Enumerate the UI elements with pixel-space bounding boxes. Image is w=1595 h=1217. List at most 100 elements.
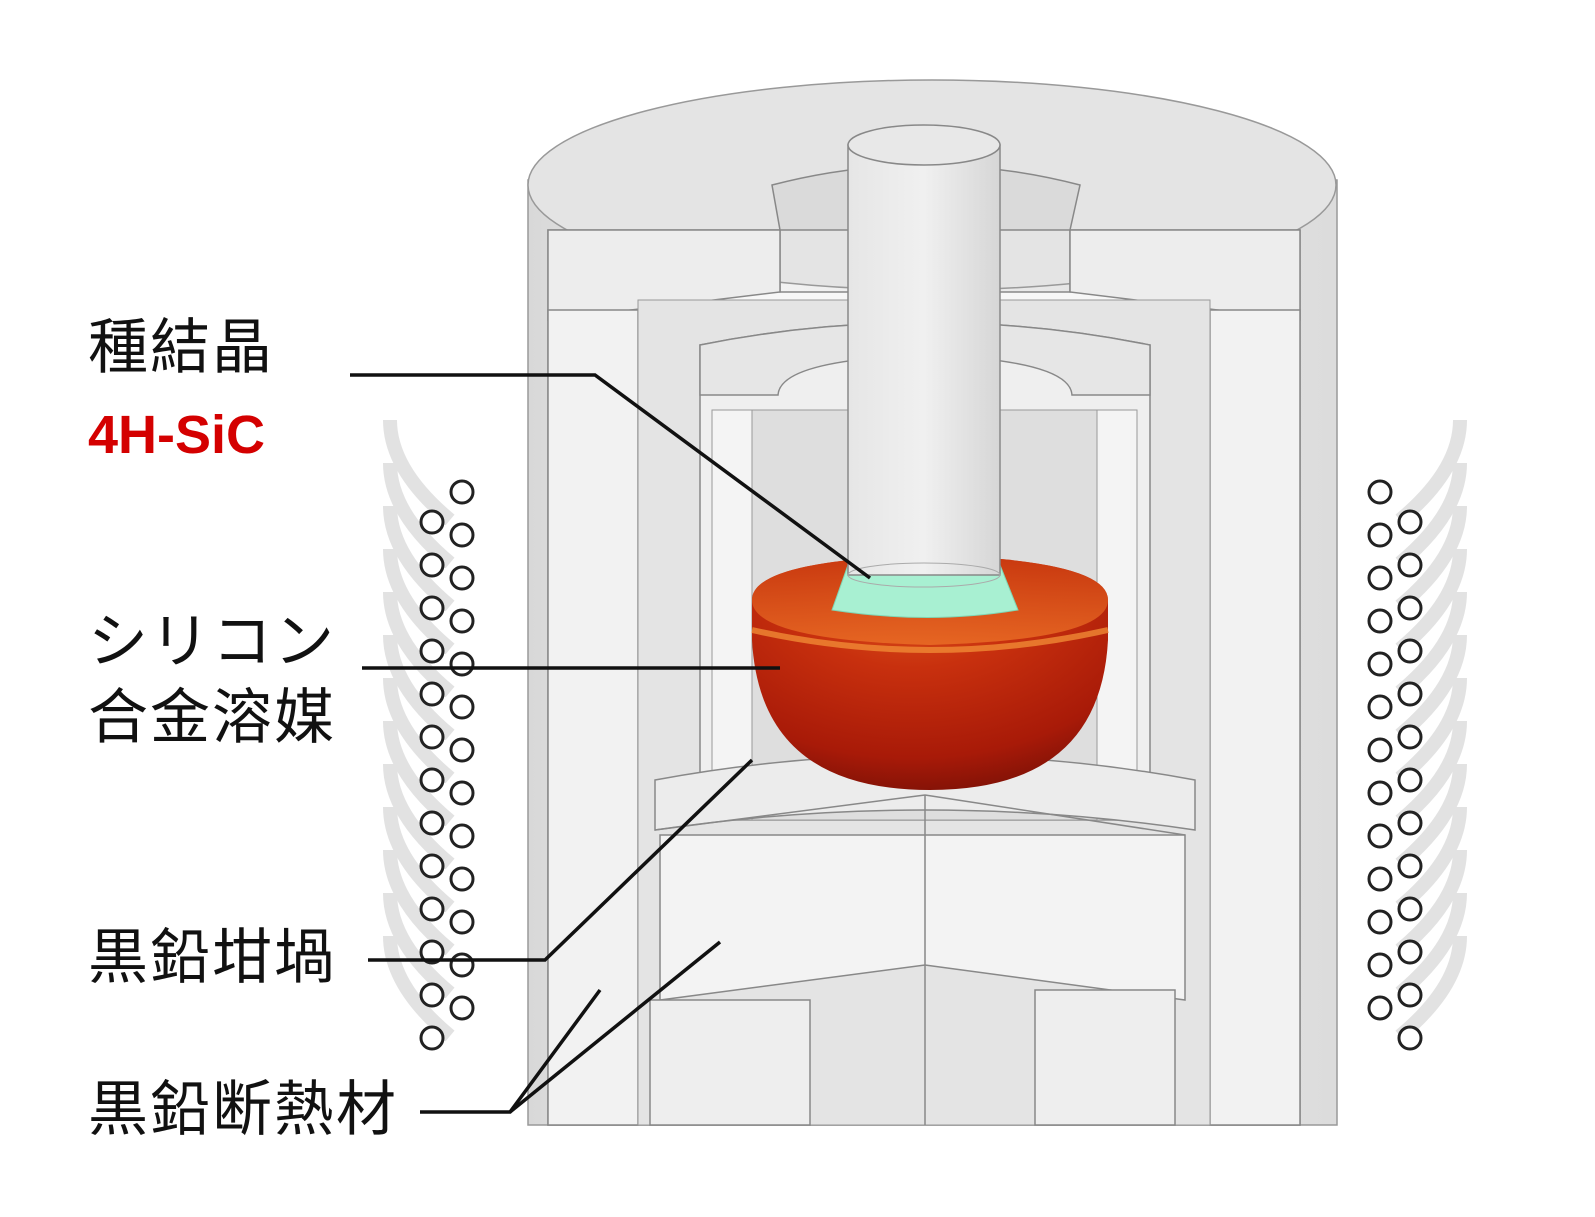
coil-turn-icon bbox=[419, 638, 445, 664]
coil-turn-icon bbox=[1367, 651, 1393, 677]
coil-turn-icon bbox=[1397, 638, 1423, 664]
coil-band bbox=[1395, 591, 1467, 698]
coil-band bbox=[1395, 763, 1467, 870]
coil-turn-icon bbox=[419, 724, 445, 750]
coil-turn-icon bbox=[419, 896, 445, 922]
coil-turn-icon bbox=[1367, 823, 1393, 849]
coil-band bbox=[383, 634, 455, 741]
coil-band bbox=[383, 591, 455, 698]
coil-turn-icon bbox=[419, 595, 445, 621]
coil-turn-icon bbox=[449, 952, 475, 978]
coil-turn-icon bbox=[1397, 509, 1423, 535]
base-inner-edge bbox=[654, 794, 926, 831]
label-solvent-line2: 合金溶媒 bbox=[88, 683, 336, 753]
coil-turn-icon bbox=[1367, 995, 1393, 1021]
leader-seed-crystal bbox=[350, 373, 872, 580]
coil-turn-icon bbox=[1367, 694, 1393, 720]
coil-turn-icon bbox=[1367, 737, 1393, 763]
coil-turn-icon bbox=[1367, 866, 1393, 892]
coil-band bbox=[1395, 505, 1467, 612]
lower-support-right bbox=[1034, 989, 1176, 1126]
seed-rod bbox=[847, 144, 1001, 576]
coil-band bbox=[383, 419, 455, 526]
coil-band bbox=[383, 763, 455, 870]
crucible-inner-left-face bbox=[711, 409, 753, 821]
coil-turn-icon bbox=[1397, 982, 1423, 1008]
coil-band bbox=[1395, 677, 1467, 784]
coil-right-turns bbox=[1367, 479, 1423, 1051]
coil-turn-icon bbox=[449, 780, 475, 806]
coil-band bbox=[1395, 634, 1467, 741]
coil-turn-icon bbox=[419, 939, 445, 965]
coil-turn-icon bbox=[449, 608, 475, 634]
leader-insulation-b bbox=[508, 940, 722, 1114]
coil-turn-icon bbox=[419, 681, 445, 707]
coil-band bbox=[383, 849, 455, 956]
lower-support-left bbox=[649, 999, 811, 1126]
label-seed-crystal: 種結晶 bbox=[88, 313, 274, 383]
coil-turn-icon bbox=[419, 552, 445, 578]
coil-turn-icon bbox=[449, 995, 475, 1021]
coil-turn-icon bbox=[1367, 952, 1393, 978]
coil-turn-icon bbox=[1397, 681, 1423, 707]
coil-turn-icon bbox=[1397, 896, 1423, 922]
coil-band bbox=[1395, 935, 1467, 1042]
coil-turn-icon bbox=[449, 479, 475, 505]
coil-turn-icon bbox=[419, 853, 445, 879]
coil-turn-icon bbox=[1397, 767, 1423, 793]
coil-turn-icon bbox=[1367, 522, 1393, 548]
coil-band bbox=[383, 548, 455, 655]
solvent-melt-rim bbox=[751, 627, 1109, 653]
crucible-base-block bbox=[659, 834, 1186, 1001]
coil-band bbox=[383, 806, 455, 913]
coil-turn-icon bbox=[449, 866, 475, 892]
coil-turn-icon bbox=[1367, 565, 1393, 591]
coil-turn-icon bbox=[419, 810, 445, 836]
seed-rod-top bbox=[847, 124, 1001, 166]
coil-right-bands bbox=[1395, 419, 1467, 1042]
insulation-wall-left bbox=[547, 309, 639, 1126]
coil-turn-icon bbox=[449, 737, 475, 763]
label-solvent-line1: シリコン bbox=[88, 607, 336, 677]
coil-band bbox=[1395, 806, 1467, 913]
coil-turn-icon bbox=[449, 565, 475, 591]
coil-band bbox=[1395, 720, 1467, 827]
coil-left-bands bbox=[383, 419, 455, 1042]
coil-turn-icon bbox=[1397, 853, 1423, 879]
coil-band bbox=[383, 505, 455, 612]
coil-turn-icon bbox=[1367, 909, 1393, 935]
coil-turn-icon bbox=[1397, 1025, 1423, 1051]
coil-band bbox=[383, 462, 455, 569]
coil-band bbox=[383, 677, 455, 784]
coil-band bbox=[383, 892, 455, 999]
coil-band bbox=[1395, 419, 1467, 526]
seed-rod-bottom bbox=[847, 562, 1001, 588]
insulation-wall-right bbox=[1209, 309, 1301, 1126]
coil-turn-icon bbox=[449, 694, 475, 720]
coil-turn-icon bbox=[419, 982, 445, 1008]
coil-turn-icon bbox=[449, 522, 475, 548]
coil-band bbox=[1395, 548, 1467, 655]
coil-turn-icon bbox=[449, 823, 475, 849]
coil-turn-icon bbox=[449, 651, 475, 677]
coil-turn-icon bbox=[449, 909, 475, 935]
coil-band bbox=[1395, 849, 1467, 956]
coil-band bbox=[383, 935, 455, 1042]
coil-turn-icon bbox=[1367, 608, 1393, 634]
coil-turn-icon bbox=[1397, 810, 1423, 836]
coil-left-turns bbox=[419, 479, 475, 1051]
label-crucible: 黒鉛坩堝 bbox=[88, 923, 336, 993]
coil-turn-icon bbox=[1397, 552, 1423, 578]
coil-turn-icon bbox=[1367, 479, 1393, 505]
leader-crucible bbox=[368, 758, 754, 962]
base-inner-edge-2 bbox=[924, 794, 1186, 836]
coil-turn-icon bbox=[1367, 780, 1393, 806]
coil-turn-icon bbox=[419, 509, 445, 535]
coil-turn-icon bbox=[1397, 595, 1423, 621]
coil-turn-icon bbox=[419, 767, 445, 793]
coil-band bbox=[1395, 462, 1467, 569]
coil-band bbox=[383, 720, 455, 827]
coil-turn-icon bbox=[1397, 724, 1423, 750]
lid-band-left bbox=[547, 229, 781, 321]
